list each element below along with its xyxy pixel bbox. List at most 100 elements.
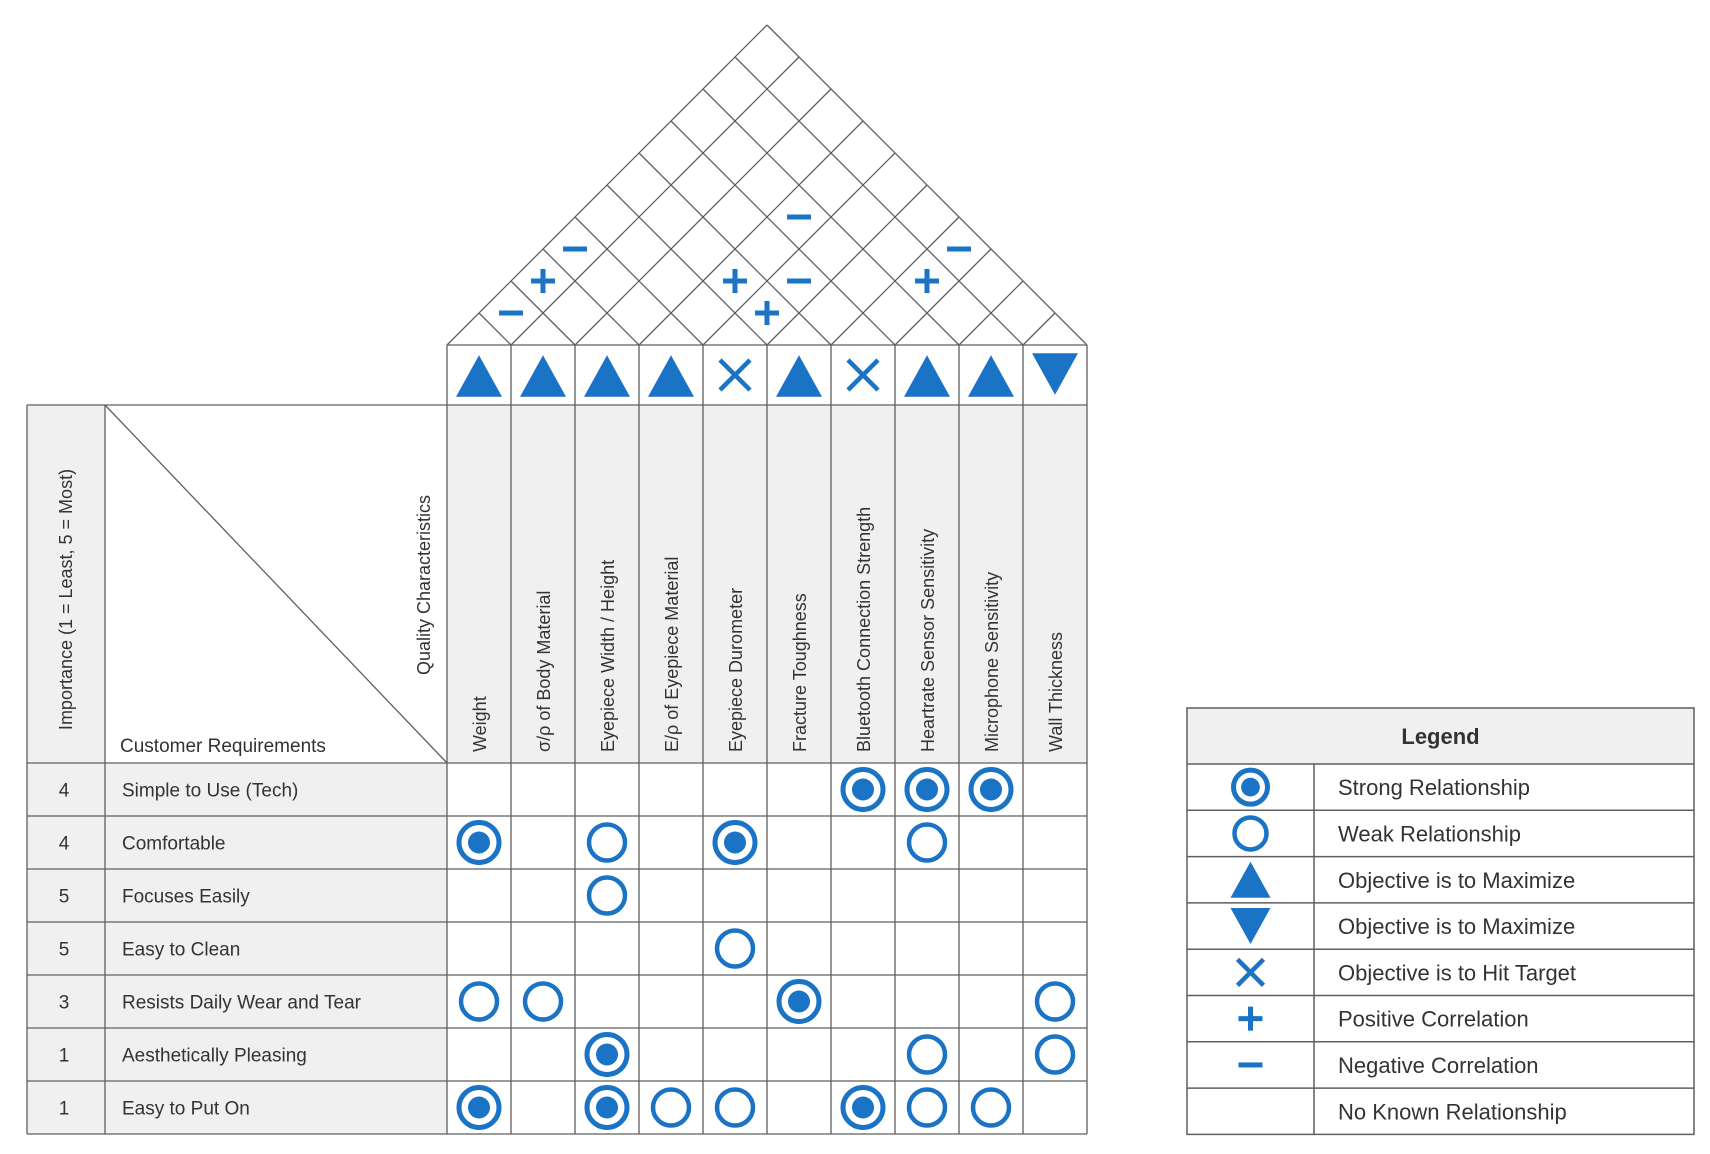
characteristic-label: Heartrate Sensor Sensitivity xyxy=(918,529,938,752)
importance-value: 4 xyxy=(59,781,70,802)
weak-relationship-icon xyxy=(586,875,628,916)
triangle-up-icon xyxy=(584,355,630,397)
triangle-down-icon xyxy=(1230,908,1271,945)
minus-icon xyxy=(787,278,811,284)
quality-characteristics-header: Quality Characteristics xyxy=(414,495,434,675)
weak-relationship-icon xyxy=(1034,1034,1076,1075)
triangle-up-icon xyxy=(520,355,566,397)
requirements-column-bg xyxy=(105,763,447,1134)
legend-item-label: Objective is to Maximize xyxy=(1338,914,1575,939)
strong-relationship-icon xyxy=(904,767,950,812)
weak-relationship-icon xyxy=(906,1087,948,1128)
legend-item-label: No Known Relationship xyxy=(1338,1099,1567,1124)
grid-line xyxy=(638,120,864,346)
strong-relationship-icon xyxy=(456,820,502,865)
importance-value: 3 xyxy=(59,993,70,1014)
strong-relationship-icon xyxy=(584,1085,630,1130)
grid-line xyxy=(894,248,992,346)
importance-value: 1 xyxy=(59,1099,70,1120)
grid-line xyxy=(1022,312,1056,346)
requirement-row: 4 Comfortable xyxy=(59,820,948,865)
characteristic-label: Microphone Sensitivity xyxy=(982,572,1002,752)
grid-line xyxy=(734,56,1024,346)
grid-line xyxy=(104,404,448,764)
grid-line xyxy=(766,24,1088,346)
importance-value: 5 xyxy=(59,887,70,908)
x-icon xyxy=(1235,957,1266,987)
legend-title-bg xyxy=(1187,708,1694,764)
grid-line xyxy=(606,184,768,346)
triangle-up-icon xyxy=(776,355,822,397)
correlation-roof xyxy=(446,24,1088,346)
grid-line xyxy=(510,56,800,346)
legend-item-label: Strong Relationship xyxy=(1338,775,1530,800)
legend-title: Legend xyxy=(1401,724,1479,749)
characteristic-label: Weight xyxy=(470,696,490,752)
importance-value: 4 xyxy=(59,834,70,855)
characteristic-label: Bluetooth Connection Strength xyxy=(854,507,874,752)
importance-value: 1 xyxy=(59,1046,70,1067)
weak-relationship-icon xyxy=(970,1087,1012,1128)
grid-line xyxy=(510,280,576,346)
plus-icon xyxy=(755,301,779,325)
requirement-row: 4 Simple to Use (Tech) xyxy=(59,767,1014,812)
grid-line xyxy=(638,152,832,346)
strong-relationship-icon xyxy=(776,979,822,1024)
strong-relationship-icon xyxy=(456,1085,502,1130)
requirement-name: Aesthetically Pleasing xyxy=(122,1046,307,1067)
plus-icon xyxy=(531,269,555,293)
requirement-name: Resists Daily Wear and Tear xyxy=(122,993,362,1014)
weak-relationship-icon xyxy=(650,1087,692,1128)
legend-item-label: Positive Correlation xyxy=(1338,1007,1529,1032)
triangle-down-icon xyxy=(1032,353,1078,395)
strong-relationship-icon xyxy=(968,767,1014,812)
plus-icon xyxy=(723,269,747,293)
legend-border xyxy=(1186,707,1695,1136)
requirement-name: Comfortable xyxy=(122,834,226,855)
weak-relationship-icon xyxy=(458,981,500,1022)
characteristic-label: σ/ρ of Body Material xyxy=(534,591,554,752)
strong-relationship-icon xyxy=(840,1085,886,1130)
characteristic-label: Eyepiece Width / Height xyxy=(598,560,618,752)
importance-column-bg xyxy=(27,405,105,1134)
strong-relationship-icon xyxy=(712,820,758,865)
requirement-row: 5 Focuses Easily xyxy=(59,875,628,916)
weak-relationship-icon xyxy=(714,1087,756,1128)
weak-relationship-icon xyxy=(586,822,628,863)
grid-line xyxy=(670,120,896,346)
triangle-up-icon xyxy=(648,355,694,397)
grid-line xyxy=(542,248,640,346)
characteristic-label: Wall Thickness xyxy=(1046,632,1066,752)
importance-header: Importance (1 = Least, 5 = Most) xyxy=(56,469,76,730)
requirement-name: Simple to Use (Tech) xyxy=(122,781,298,802)
minus-icon xyxy=(499,310,523,316)
plus-icon xyxy=(915,269,939,293)
weak-relationship-icon xyxy=(906,822,948,863)
x-icon xyxy=(718,358,752,392)
requirement-row: 3 Resists Daily Wear and Tear xyxy=(59,979,1076,1024)
minus-icon xyxy=(787,214,811,220)
objectives-row xyxy=(456,353,1078,397)
x-icon xyxy=(846,358,880,392)
minus-icon xyxy=(1238,1062,1263,1068)
minus-icon xyxy=(947,246,971,252)
legend-item-label: Weak Relationship xyxy=(1338,821,1521,846)
strong-relationship-icon xyxy=(584,1032,630,1077)
matrix-grid xyxy=(26,344,1088,1135)
triangle-up-icon xyxy=(456,355,502,397)
requirement-name: Focuses Easily xyxy=(122,887,250,908)
strong-relationship-icon xyxy=(1231,767,1270,807)
weak-relationship-icon xyxy=(714,928,756,969)
triangle-up-icon xyxy=(1230,861,1271,898)
grid-line xyxy=(702,88,960,346)
legend-item-label: Objective is to Hit Target xyxy=(1338,960,1576,985)
grid-line xyxy=(766,184,928,346)
minus-icon xyxy=(563,246,587,252)
weak-relationship-icon xyxy=(1034,981,1076,1022)
characteristic-label: Eyepiece Durometer xyxy=(726,588,746,752)
weak-relationship-icon xyxy=(522,981,564,1022)
